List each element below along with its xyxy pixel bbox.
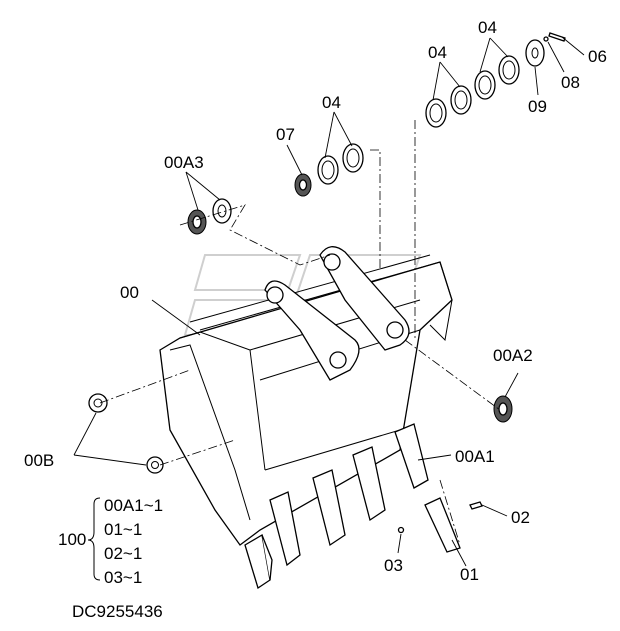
label-04-a: 04 xyxy=(322,93,341,112)
shim-04-b xyxy=(342,143,364,173)
pin-02 xyxy=(469,501,483,510)
label-00a2: 00A2 xyxy=(493,346,533,365)
shim-04-f xyxy=(498,55,520,85)
label-04-c: 04 xyxy=(478,18,497,37)
tooth xyxy=(244,533,273,590)
label-06: 06 xyxy=(588,47,607,66)
leader-lines xyxy=(73,36,585,567)
mounting-brackets xyxy=(264,246,410,381)
bushing-left-bottom xyxy=(146,456,164,474)
label-00a3: 00A3 xyxy=(164,153,204,172)
bucket-teeth xyxy=(244,423,461,590)
part-labels: 00 00A3 07 04 04 04 06 08 09 00A2 00B 00… xyxy=(24,18,607,584)
kit-item: 01~1 xyxy=(104,520,142,539)
shim-04-c xyxy=(425,98,447,128)
kit-item: 02~1 xyxy=(104,544,142,563)
label-00: 00 xyxy=(120,283,139,302)
tooth xyxy=(312,469,346,547)
kit-item: 00A1~1 xyxy=(104,496,163,515)
tooth xyxy=(394,423,429,489)
label-00a1: 00A1 xyxy=(455,447,495,466)
label-02: 02 xyxy=(511,508,530,527)
kit-qty: 100 xyxy=(58,530,86,549)
tooth-tip xyxy=(424,497,461,553)
kit-brace xyxy=(87,497,101,581)
bolt-06 xyxy=(548,32,566,42)
washer-00a3-b xyxy=(212,198,232,224)
label-08: 08 xyxy=(561,73,580,92)
shim-04-d xyxy=(450,85,472,115)
tooth xyxy=(352,446,386,522)
tooth xyxy=(269,491,301,567)
label-09: 09 xyxy=(528,97,547,116)
label-03: 03 xyxy=(384,556,403,575)
drawing-number: DC9255436 xyxy=(72,602,163,621)
assembly-lines xyxy=(99,120,501,546)
label-00b: 00B xyxy=(24,451,54,470)
label-07: 07 xyxy=(276,125,295,144)
bucket-body xyxy=(159,254,453,546)
shim-04-a xyxy=(317,155,339,185)
kit-item: 03~1 xyxy=(104,568,142,587)
label-01: 01 xyxy=(460,565,479,584)
lock-03 xyxy=(397,526,405,534)
pin-08 xyxy=(543,36,549,42)
label-04-b: 04 xyxy=(428,43,447,62)
shim-04-e xyxy=(474,70,496,100)
bushing-left-top xyxy=(88,393,108,413)
small-parts xyxy=(88,32,566,534)
plate-09 xyxy=(525,39,545,67)
kit-group: 100 00A1~1 01~1 02~1 03~1 xyxy=(58,496,163,587)
